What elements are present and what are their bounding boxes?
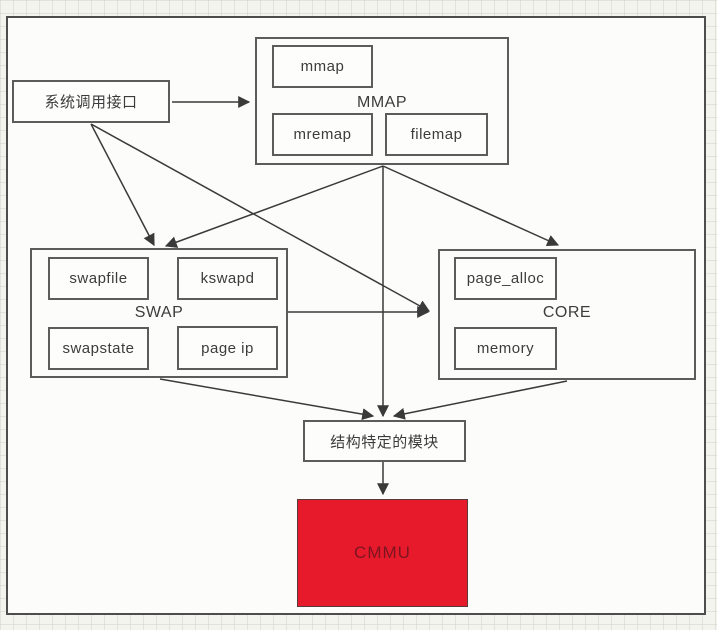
node-syscall-label: 系统调用接口 (44, 94, 138, 111)
node-swapstate-label: swapstate (62, 340, 135, 357)
node-syscall: 系统调用接口 (12, 80, 170, 123)
node-core-group (438, 249, 696, 380)
node-page-ip-label: page ip (201, 339, 254, 357)
node-mmap-group-label: MMAP (357, 94, 407, 111)
node-swapstate: swapstate (48, 327, 149, 370)
node-kswapd: kswapd (177, 257, 278, 300)
node-swapfile-label: swapfile (69, 270, 128, 287)
node-filemap: filemap (385, 113, 488, 156)
node-cmmu: CMMU (297, 499, 468, 607)
node-mremap-label: mremap (293, 126, 352, 143)
node-arch-module-label: 结构特定的模块 (330, 433, 439, 451)
node-memory-label: memory (476, 340, 535, 357)
node-mmap: mmap (272, 45, 373, 88)
node-cmmu-label: CMMU (354, 543, 411, 562)
node-mremap: mremap (272, 113, 373, 156)
node-page-ip: page ip (177, 326, 278, 370)
node-filemap-label: filemap (410, 126, 463, 143)
node-mmap-label: mmap (300, 58, 345, 75)
node-core-group-label: CORE (542, 304, 592, 321)
node-kswapd-label: kswapd (200, 270, 255, 287)
node-swapfile: swapfile (48, 257, 149, 300)
node-arch-module: 结构特定的模块 (303, 420, 466, 462)
node-swap-group-label: SWAP (134, 304, 184, 321)
node-page-alloc: page_alloc (454, 257, 557, 300)
node-page-alloc-label: page_alloc (466, 270, 545, 287)
node-memory: memory (454, 327, 557, 370)
